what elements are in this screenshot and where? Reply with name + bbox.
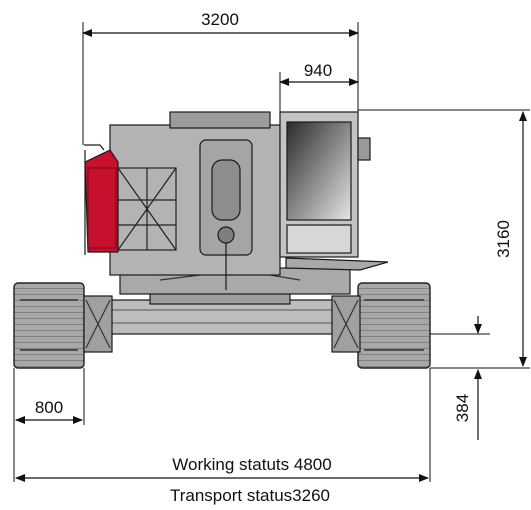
dim-ground-clearance-label: 384 — [453, 394, 472, 422]
dim-height-label: 3160 — [494, 220, 513, 258]
excavator-illustration — [13, 111, 431, 369]
transport-status-caption: Transport status3260 — [170, 486, 330, 505]
extension-lines — [13, 22, 530, 482]
operator-cab — [279, 111, 389, 271]
left-track — [13, 282, 85, 369]
dimension-lines — [15, 29, 527, 482]
dim-cab-width-label: 940 — [304, 61, 332, 80]
dim-side-width-label: 800 — [35, 398, 63, 417]
right-track — [357, 282, 431, 369]
lattice-tower — [117, 167, 177, 251]
working-status-caption: Working statuts 4800 — [172, 455, 331, 474]
boom-assembly — [199, 139, 253, 290]
cab-window — [286, 121, 352, 221]
dim-overall-width-label: 3200 — [201, 10, 239, 29]
undercarriage-beam — [83, 299, 359, 335]
